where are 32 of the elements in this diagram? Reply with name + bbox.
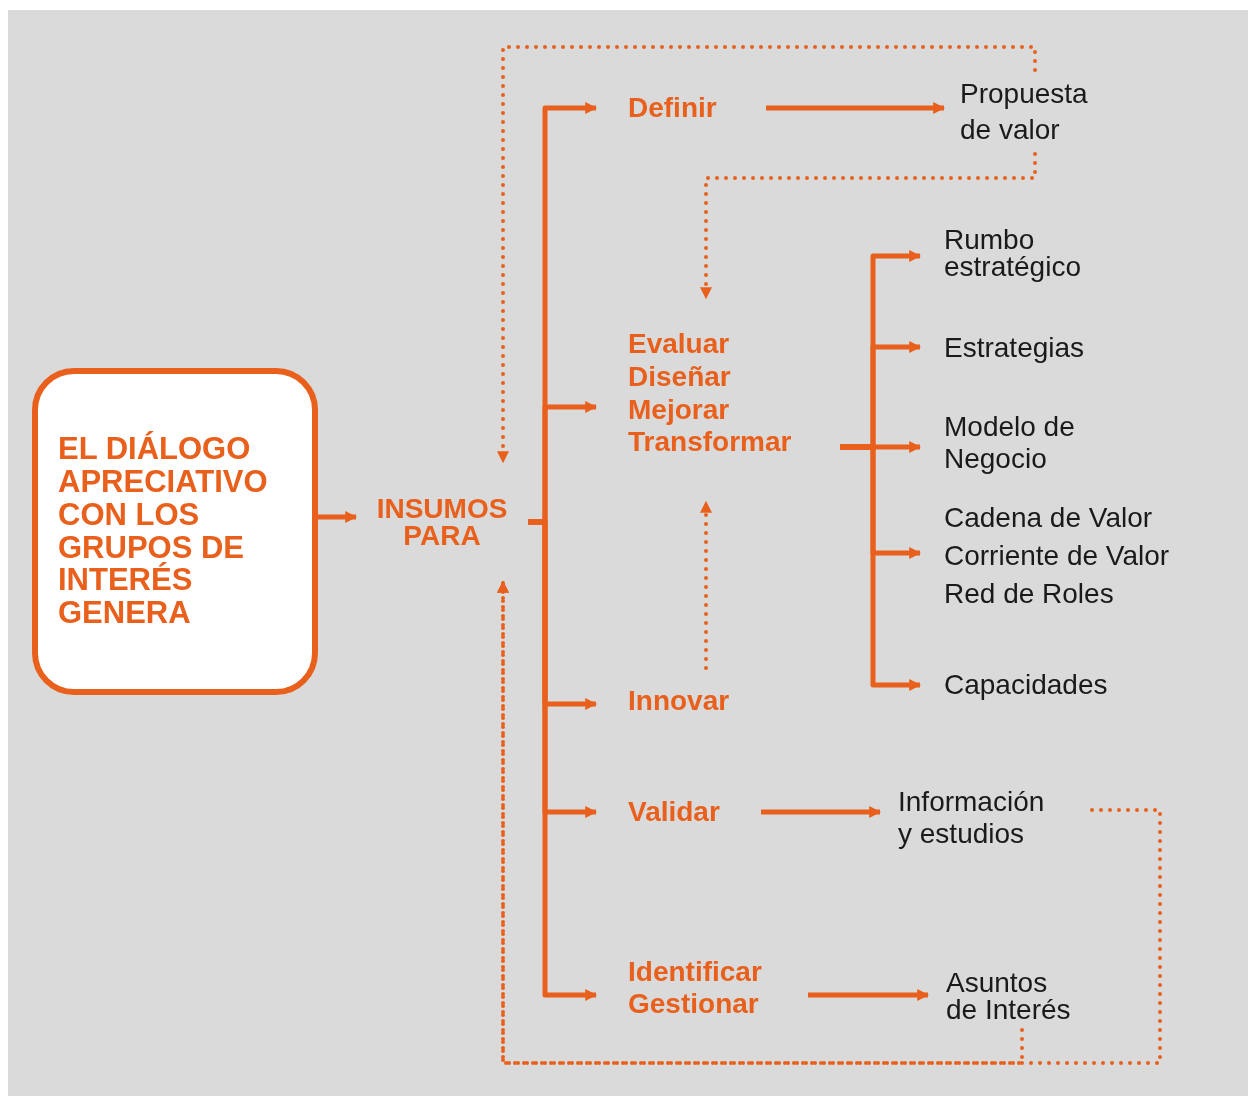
result-label: Estrategias <box>944 331 1085 365</box>
dotted-arrow <box>700 500 712 670</box>
heading-text: EL DIÁLOGO APRECIATIVO CON LOS GRUPOS DE INTERÉS GENERA <box>58 432 269 631</box>
action-label: INSUMOS PARA <box>375 494 509 550</box>
arrow <box>840 444 922 691</box>
dotted-arrow <box>700 152 1037 300</box>
arrow <box>761 806 882 818</box>
action-label: Transformar <box>628 426 792 459</box>
action-label: Gestionar <box>628 988 759 1021</box>
result-label: Cadena de Valor <box>944 500 1153 535</box>
action-label: Diseñar <box>628 360 731 394</box>
arrow <box>766 102 946 114</box>
action-label: Identificar <box>628 955 762 988</box>
arrow <box>808 989 930 1001</box>
action-label: Validar <box>628 795 720 829</box>
dotted-arrow <box>497 45 1037 464</box>
result-label: Corriente de Valor <box>944 538 1170 573</box>
arrow <box>528 519 598 1001</box>
action-label: Innovar <box>628 684 730 718</box>
result-label: Capacidades <box>944 668 1108 702</box>
result-label: Rumbo estratégico <box>944 227 1082 281</box>
dotted-arrow <box>497 580 1024 1065</box>
action-label: Mejorar <box>628 393 730 427</box>
result-label: Red de Roles <box>944 577 1114 612</box>
result-label: Modelo de Negocio <box>944 410 1076 476</box>
result-label: Información y estudios <box>898 785 1046 851</box>
rounded-box <box>32 368 318 695</box>
action-label: Evaluar <box>628 328 730 361</box>
arrow <box>318 511 358 523</box>
result-label: Propuesta de valor <box>960 76 1089 147</box>
result-label: Asuntos de Interés <box>946 968 1072 1024</box>
action-label: Definir <box>628 91 717 125</box>
